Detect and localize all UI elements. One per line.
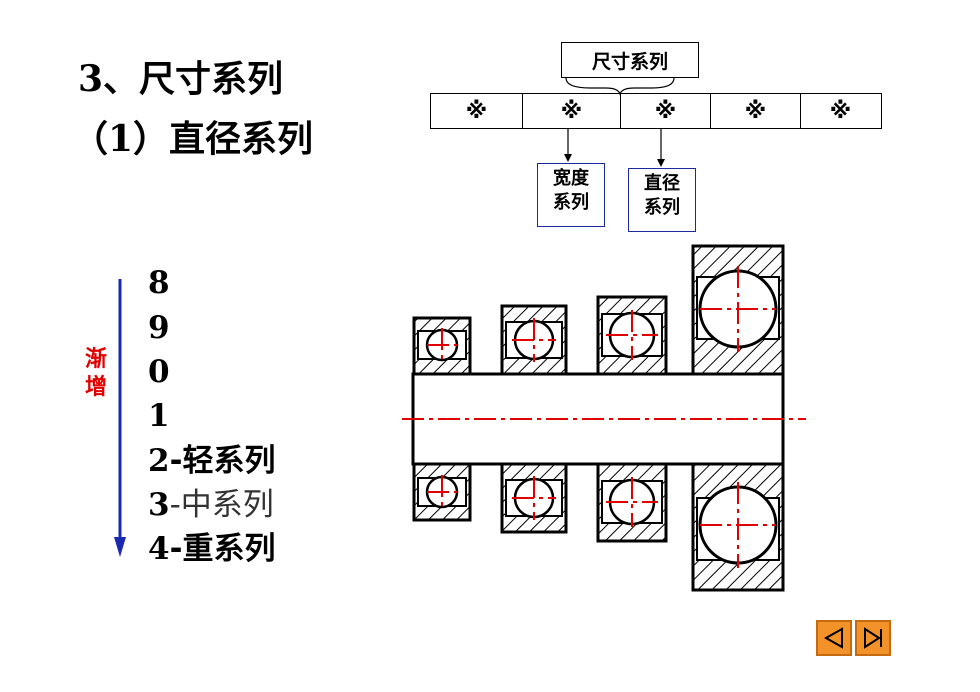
series-code: 0 (148, 354, 170, 390)
centerlines (402, 266, 806, 568)
code-cell: ※ (523, 94, 621, 128)
diameter-series-label-line2: 系列 (644, 197, 680, 218)
series-name: -中系列 (169, 487, 274, 523)
series-code: 4 (148, 531, 170, 567)
series-item: 8 (148, 265, 170, 301)
series-item: 0 (148, 354, 170, 390)
increase-label-char: 渐 (84, 347, 107, 372)
series-item: 1 (148, 398, 170, 434)
series-name: -重系列 (169, 531, 276, 567)
code-cell: ※ (621, 94, 711, 128)
diameter-series-label-line1: 直径 (644, 173, 680, 194)
increase-label-char: 增 (84, 375, 107, 400)
series-code: 9 (148, 310, 170, 346)
series-item-heavy: 4-重系列 (148, 531, 275, 567)
width-series-label-line1: 宽度 (553, 168, 589, 189)
width-series-label-line2: 系列 (553, 192, 589, 213)
series-code: 1 (148, 398, 170, 434)
series-code: 8 (148, 265, 170, 301)
series-item: 9 (148, 310, 170, 346)
code-cell: ※ (431, 94, 523, 128)
section-title: 3、尺寸系列 (78, 58, 284, 100)
bearing-code-table: ※ ※ ※ ※ ※ (430, 93, 882, 129)
width-series-box: 宽度 系列 (537, 163, 605, 227)
series-name: -轻系列 (169, 443, 276, 479)
series-code: 2 (148, 443, 170, 479)
prev-slide-button[interactable] (816, 620, 852, 656)
increase-label: 渐 增 (82, 346, 110, 402)
increase-arrow (114, 279, 126, 557)
diameter-series-box: 直径 系列 (628, 168, 696, 232)
size-series-label: 尺寸系列 (561, 42, 699, 78)
code-cell: ※ (829, 98, 852, 124)
next-slide-button[interactable] (855, 620, 891, 656)
triangle-left-icon (823, 627, 843, 649)
code-cell: ※ (711, 94, 801, 128)
series-item-medium: 3-中系列 (148, 487, 274, 523)
series-code: 3 (148, 487, 170, 523)
subsection-title: （1）直径系列 (72, 118, 314, 160)
series-item-light: 2-轻系列 (148, 443, 275, 479)
triangle-right-bar-icon (864, 627, 882, 649)
